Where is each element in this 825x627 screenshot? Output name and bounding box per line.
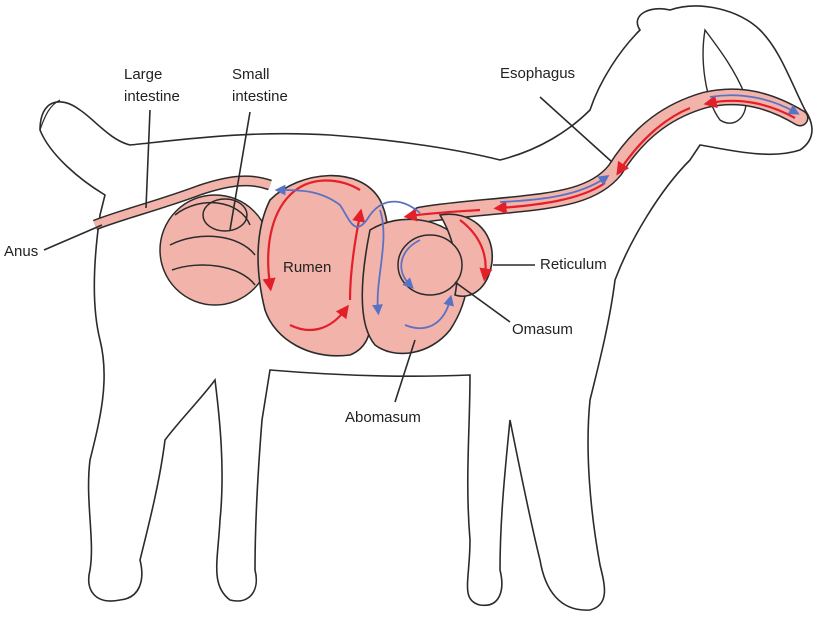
blue-flow-arrows	[274, 94, 800, 330]
label-rumen: Rumen	[283, 259, 332, 276]
label-reticulum: Reticulum	[540, 256, 607, 273]
label-omasum: Omasum	[512, 321, 573, 338]
label-esophagus: Esophagus	[500, 65, 576, 82]
label-large-intestine: Large intestine	[124, 64, 180, 108]
tail	[39, 99, 61, 131]
omasum-chamber	[397, 234, 463, 296]
small-intestine	[159, 194, 271, 306]
label-line: intestine	[232, 88, 288, 105]
leader-lines	[43, 96, 613, 403]
red-flow-arrows	[262, 95, 796, 332]
label-small-intestine: Small intestine	[232, 64, 288, 108]
label-abomasum: Abomasum	[345, 409, 421, 426]
label-line: intestine	[124, 88, 180, 105]
label-line: Large	[124, 66, 163, 83]
label-anus: Anus	[4, 243, 39, 260]
label-line: Small	[232, 66, 270, 83]
